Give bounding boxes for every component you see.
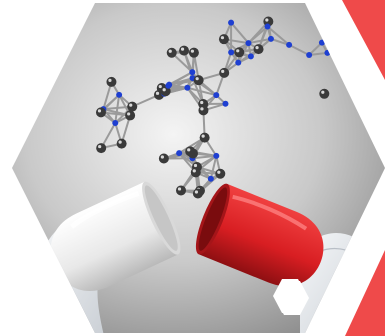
atom-highlight <box>255 46 259 50</box>
atom-highlight <box>200 100 204 105</box>
molecule-atom-blue <box>207 175 214 182</box>
molecule-atom-grey <box>96 143 107 154</box>
molecule-atom-grey <box>319 88 330 99</box>
atom-highlight <box>155 91 160 95</box>
molecule-atom-grey <box>198 105 209 116</box>
atom-highlight <box>97 109 102 113</box>
molecule-atom-blue <box>112 120 119 127</box>
atom-highlight <box>194 190 199 194</box>
molecule-model <box>95 16 331 199</box>
atom-highlight <box>118 140 122 144</box>
atom-highlight <box>129 103 133 107</box>
molecule-atom-grey <box>188 47 199 58</box>
atom-highlight <box>98 144 102 149</box>
molecule-atom-grey <box>158 153 169 164</box>
atom-highlight <box>201 134 205 138</box>
atom-highlight <box>180 47 185 51</box>
atom-highlight <box>236 49 240 53</box>
molecule-atom-grey <box>116 138 127 149</box>
atom-highlight <box>160 155 164 159</box>
molecule-atom-blue <box>189 69 196 76</box>
molecule-atom-blue <box>184 84 191 91</box>
red-accent-bottom <box>345 250 385 336</box>
atom-highlight <box>193 163 198 168</box>
atom-highlight <box>200 107 204 111</box>
atom-highlight <box>192 169 196 173</box>
molecule-atom-grey <box>127 101 138 112</box>
atom-highlight <box>221 69 225 73</box>
molecule-atom-grey <box>192 188 203 199</box>
molecule-atom-blue <box>306 52 313 59</box>
molecule-atom-blue <box>213 152 220 159</box>
molecule-atom-blue <box>267 35 274 42</box>
atom-highlight <box>265 18 269 22</box>
molecule-atom-grey <box>199 132 210 143</box>
atom-highlight <box>195 77 199 81</box>
molecule-atom-grey <box>218 34 229 45</box>
molecule-atom-grey <box>185 146 196 157</box>
atom-highlight <box>108 78 112 82</box>
molecule-atom-blue <box>286 41 293 48</box>
molecule-atom-blue <box>247 53 254 60</box>
atom-highlight <box>168 49 172 53</box>
atom-highlight <box>187 148 191 152</box>
molecule-atom-blue <box>213 92 220 99</box>
molecule-atom-grey <box>234 47 245 58</box>
molecule-atom-grey <box>193 75 204 86</box>
molecule-atom-grey <box>106 76 117 87</box>
molecule-atom-grey <box>190 167 201 178</box>
red-accent-top <box>342 0 385 80</box>
atom-highlight <box>162 88 166 92</box>
molecule-atom-grey <box>125 110 136 121</box>
molecule-atom-grey <box>215 168 226 179</box>
molecule-atom-grey <box>176 185 187 196</box>
molecule-atom-blue <box>235 59 242 66</box>
molecule-atom-grey <box>179 45 190 56</box>
capsule-red-half <box>195 183 324 287</box>
atom-highlight <box>217 170 221 174</box>
atom-highlight <box>220 36 225 40</box>
molecule-atom-blue <box>176 150 183 157</box>
molecule-atom-blue <box>222 100 229 107</box>
molecule-atom-blue <box>165 82 172 89</box>
atom-highlight <box>321 90 325 94</box>
molecule-atom-blue <box>228 49 235 56</box>
capsule-white-half <box>50 181 181 291</box>
molecule-atom-grey <box>219 67 230 78</box>
atom-highlight <box>158 84 162 89</box>
atom-highlight <box>177 187 182 191</box>
atom-highlight <box>127 112 131 116</box>
molecule-atom-grey <box>166 47 177 58</box>
atom-highlight <box>190 49 195 53</box>
molecule-atom-blue <box>228 19 235 26</box>
molecule-atom-blue <box>245 40 252 47</box>
molecule-atom-blue <box>116 91 123 98</box>
molecule-atom-grey <box>95 107 106 118</box>
molecule-atom-blue <box>264 23 271 30</box>
molecule-atom-blue <box>318 39 325 46</box>
molecule-atom-grey <box>253 44 264 55</box>
